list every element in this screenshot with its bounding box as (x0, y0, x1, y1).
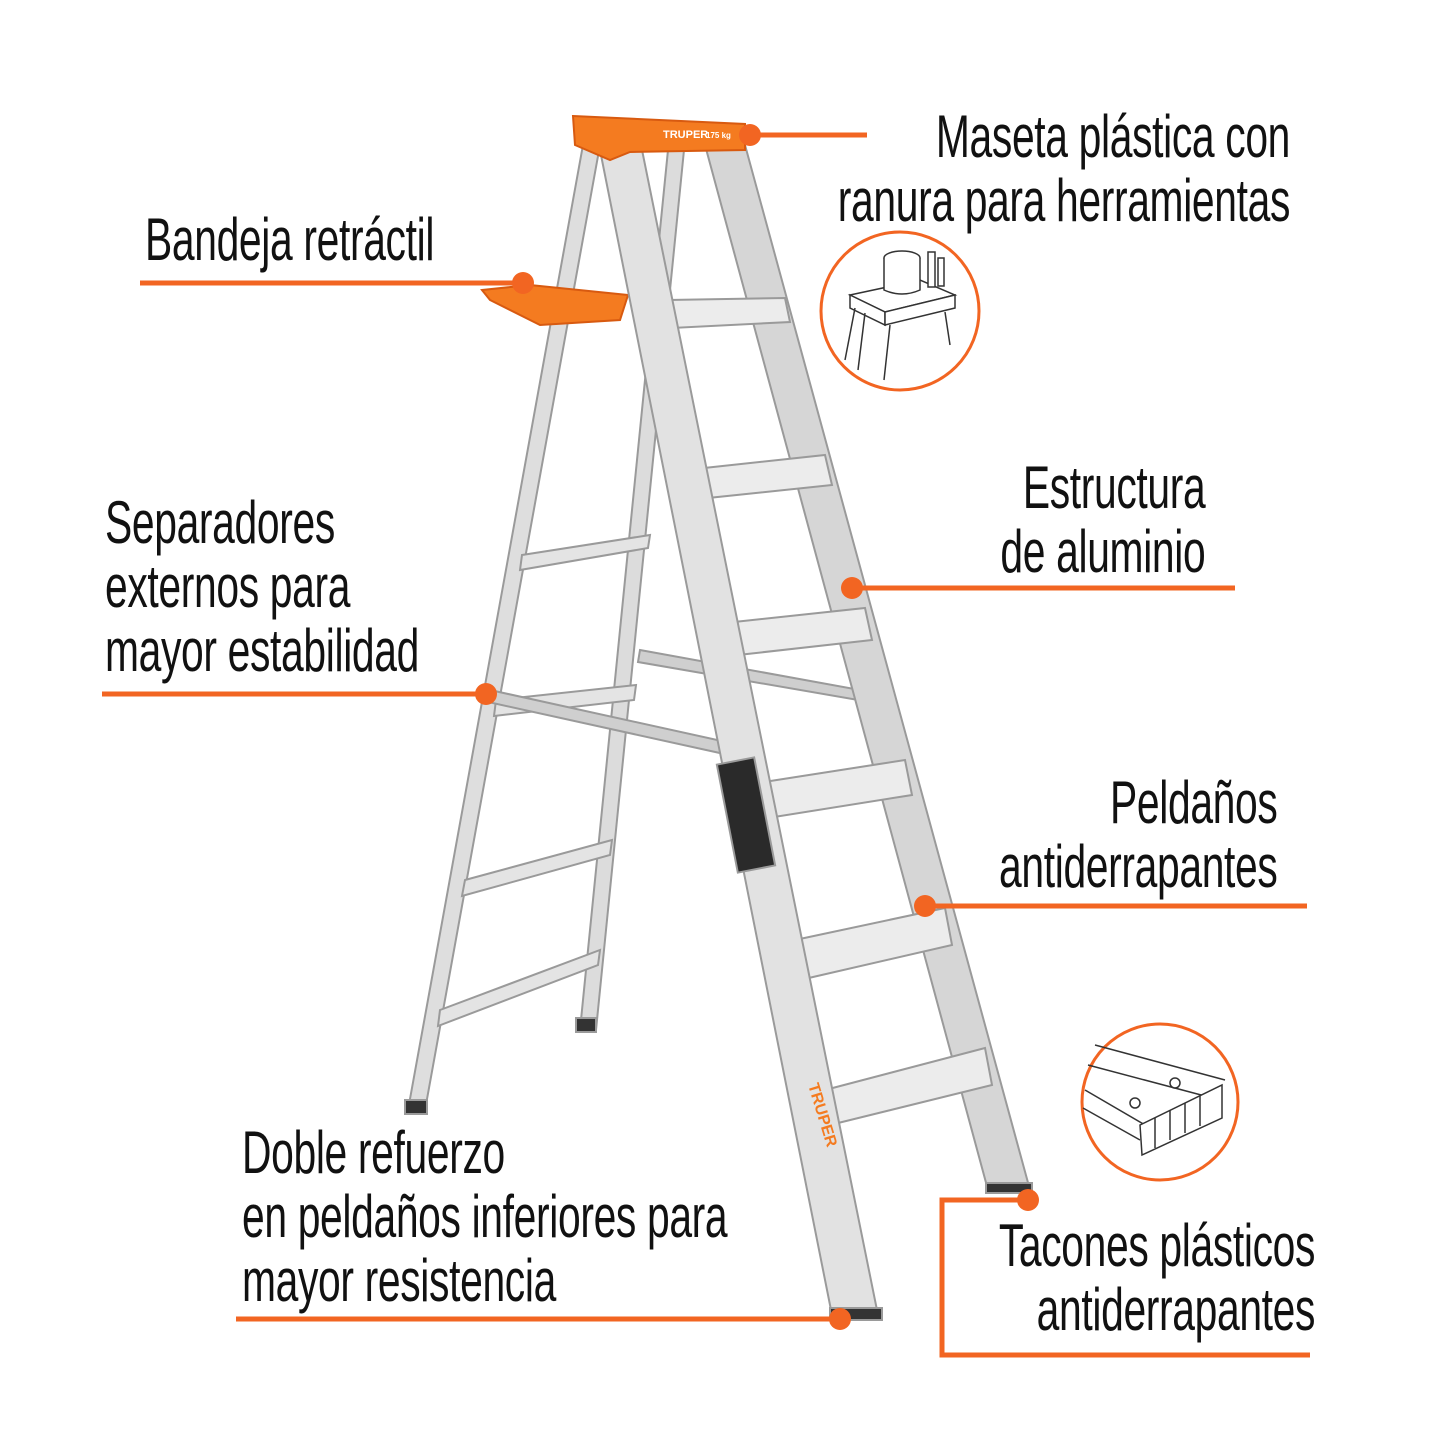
foot-pad (575, 1017, 597, 1033)
brand-logo-cap: TRUPER (663, 129, 708, 141)
callout-line-text: Tacones plásticos (998, 1212, 1316, 1279)
tool-tray-detail-icon (819, 230, 981, 392)
callout-line-text: Peldaños (1109, 769, 1278, 836)
callout-separadores: Separadores externos para mayor estabili… (105, 491, 419, 683)
warning-label (715, 756, 777, 874)
callout-line-text: antiderrapantes (1036, 1276, 1316, 1343)
ladder: TRUPER 175 kg TRUPER (404, 114, 1033, 1321)
callout-line-text: en peldaños inferiores para (242, 1183, 728, 1250)
callout-line-text: mayor resistencia (242, 1247, 556, 1314)
callout-line-text: Estructura (1022, 454, 1205, 521)
step (666, 296, 792, 330)
callout-line-text: ranura para herramientas (837, 167, 1291, 234)
rear-rung (518, 533, 652, 572)
callout-line-text: de aluminio (1000, 518, 1205, 585)
callout-line-text: externos para (105, 553, 351, 620)
callout-lines (102, 132, 1310, 1358)
callout-line-text: Doble refuerzo (242, 1119, 505, 1186)
rear-rung (436, 948, 602, 1028)
callout-bandeja: Bandeja retráctil (145, 208, 434, 272)
top-cap (571, 114, 746, 162)
callout-line-text: Separadores (105, 489, 335, 556)
callout-doble-refuerzo: Doble refuerzo en peldaños inferiores pa… (242, 1119, 728, 1314)
capacity-label: 175 kg (706, 131, 731, 140)
callout-line-text: mayor estabilidad (105, 617, 419, 684)
foot-pad (985, 1182, 1033, 1194)
anti-slip-foot-detail-icon (1080, 1022, 1240, 1182)
rear-rung (460, 838, 614, 898)
callout-line-text: Bandeja retráctil (145, 206, 435, 273)
callout-tacones: Tacones plásticos antiderrapantes (998, 1212, 1316, 1343)
callout-line-text: antiderrapantes (998, 833, 1278, 900)
foot-pad (404, 1099, 428, 1115)
callout-line-text: Maseta plástica con (935, 103, 1290, 170)
retractable-tray (480, 283, 630, 327)
callout-maseta: Maseta plástica con ranura para herramie… (837, 103, 1291, 234)
callout-dots (475, 124, 1039, 1330)
callout-estructura: Estructura de aluminio (1000, 456, 1205, 584)
callout-peldanos: Peldaños antiderrapantes (998, 769, 1278, 900)
